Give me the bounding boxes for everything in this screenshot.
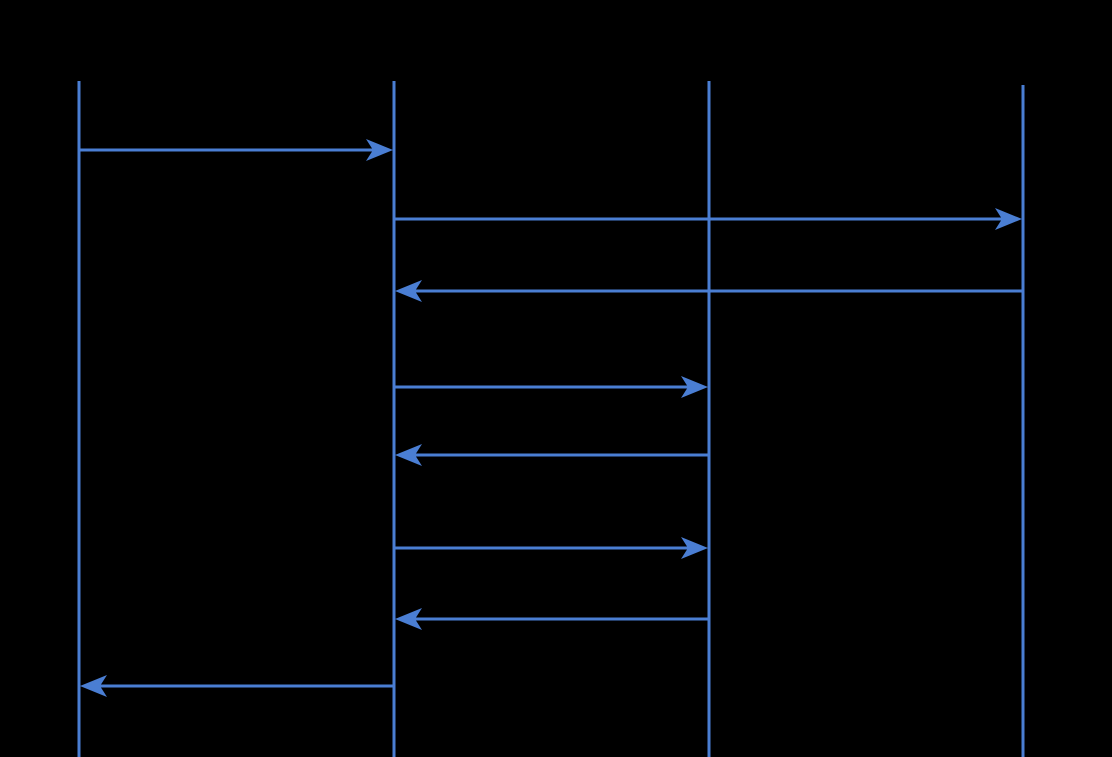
message-5-arrowhead [395,444,422,466]
message-8[interactable] [80,675,394,697]
message-5[interactable] [395,444,709,466]
message-8-arrowhead [80,675,107,697]
message-1-arrowhead [366,139,393,161]
message-6[interactable] [394,537,708,559]
message-6-arrowhead [681,537,708,559]
message-7[interactable] [395,608,709,630]
message-4[interactable] [394,376,708,398]
lifelines-group [77,81,1025,757]
message-4-arrowhead [681,376,708,398]
message-2[interactable] [394,208,1022,230]
message-1[interactable] [79,139,393,161]
message-7-arrowhead [395,608,422,630]
message-3-arrowhead [395,280,422,302]
message-2-arrowhead [995,208,1022,230]
message-3[interactable] [395,280,1023,302]
